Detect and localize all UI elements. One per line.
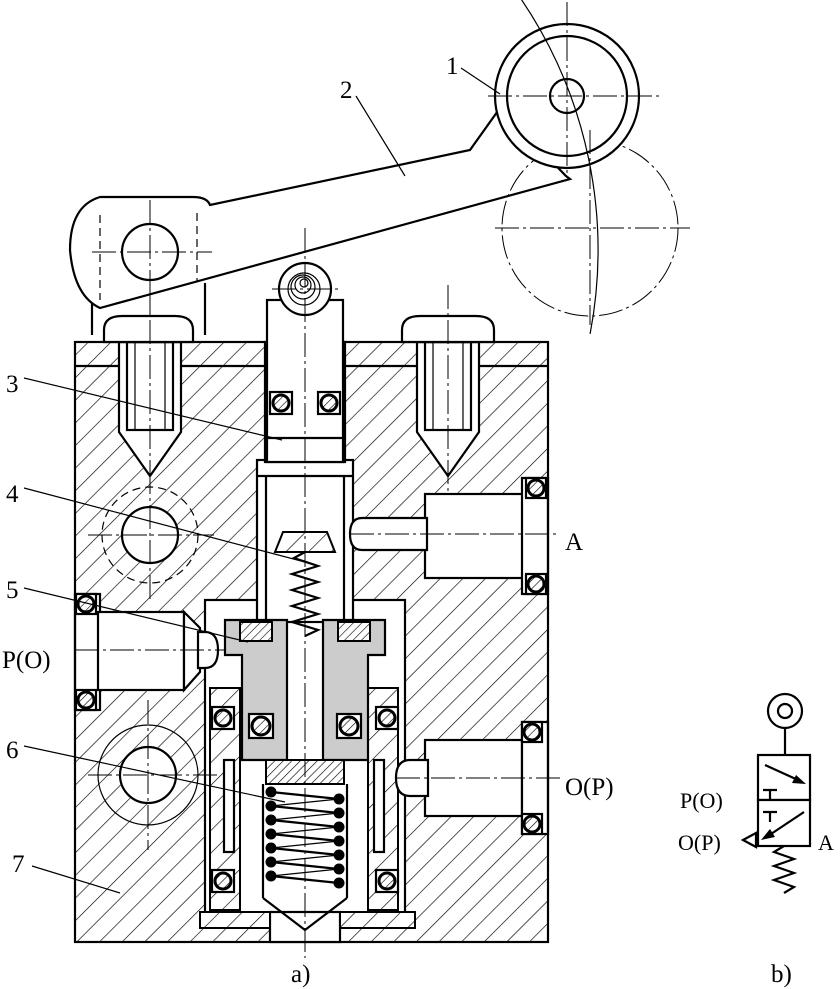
spool-top-seal-left <box>239 621 273 642</box>
bottom-plate-left <box>199 911 271 929</box>
plunger-o-ring-right <box>319 393 339 413</box>
o-ring <box>377 708 397 728</box>
part-number-plunger: 3 <box>6 371 19 398</box>
port-label-o: O(P) <box>565 774 614 801</box>
symbol-upper-block <box>763 788 777 800</box>
right-sleeve-slot <box>372 758 386 854</box>
symbol-return-spring <box>770 845 798 894</box>
part-number-lever: 2 <box>340 77 353 104</box>
symbol-port-label-a: A <box>818 830 834 855</box>
o-ring <box>526 574 546 594</box>
symbol-upper-arrow-head <box>792 775 806 784</box>
port-p-cone <box>182 609 202 693</box>
caption-section-view: a) <box>291 961 310 988</box>
part-callouts: 1 2 3 4 5 6 7 <box>6 53 501 894</box>
lever-arm <box>68 106 573 310</box>
spring-cap <box>273 531 337 553</box>
lever-bracket <box>90 283 207 335</box>
part-number-small-spring: 4 <box>6 481 19 508</box>
captions: a) b) <box>291 961 792 988</box>
o-ring <box>526 478 546 498</box>
o-ring <box>213 708 233 728</box>
part-number-roller: 1 <box>446 53 459 80</box>
port-o-rings <box>74 476 548 894</box>
part-number-large-spring: 6 <box>6 737 19 764</box>
spring-wire-sections <box>265 786 345 889</box>
symbol-lower-arrow-head <box>761 829 775 840</box>
ball-rings <box>287 272 321 306</box>
port-label-p: P(O) <box>2 647 51 674</box>
symbol-lower-block <box>763 810 777 822</box>
bottom-plate-right <box>339 911 416 929</box>
symbol-exhaust-triangle <box>740 831 758 849</box>
valve-symbol: P(O) O(P) A <box>678 692 834 894</box>
port-labels: A P(O) O(P) <box>2 529 614 801</box>
spool-top-seal-right <box>337 621 371 642</box>
o-ring <box>213 871 233 891</box>
port-p-bore <box>96 610 186 692</box>
symbol-upper-arrow-line <box>764 763 799 782</box>
left-screw-thread-lines <box>134 342 166 430</box>
o-ring <box>377 871 397 891</box>
spool <box>223 618 387 762</box>
symbol-port-label-o: O(P) <box>678 830 721 855</box>
symbol-roller <box>766 692 804 730</box>
o-ring <box>522 722 542 742</box>
plunger-o-ring-left <box>271 393 291 413</box>
center-lines <box>75 2 690 958</box>
port-a-bore <box>423 492 526 580</box>
right-screw-thread-lines <box>432 342 464 430</box>
left-sleeve-slot <box>222 758 236 854</box>
spool-o-ring-right <box>338 715 360 737</box>
o-ring <box>76 594 96 614</box>
spool-o-ring-left <box>250 715 272 737</box>
roller-travel-arc <box>520 0 599 335</box>
symbol-upper-box <box>756 753 812 802</box>
o-ring <box>522 814 542 834</box>
symbol-port-label-p: P(O) <box>680 788 723 813</box>
port-label-a: A <box>565 529 583 556</box>
spring-bore-walls <box>261 784 349 898</box>
part-number-spool: 5 <box>6 577 19 604</box>
part-number-body: 7 <box>12 851 25 878</box>
leader-lines <box>23 67 501 894</box>
symbol-roller-hub <box>776 702 794 720</box>
symbol-lower-box <box>756 798 812 848</box>
o-ring <box>76 690 96 710</box>
lever-bracket-hidden-lines <box>99 213 198 300</box>
caption-symbol: b) <box>771 961 792 988</box>
symbol-lower-arrow-line <box>767 811 805 837</box>
left-screw-head <box>102 314 195 344</box>
